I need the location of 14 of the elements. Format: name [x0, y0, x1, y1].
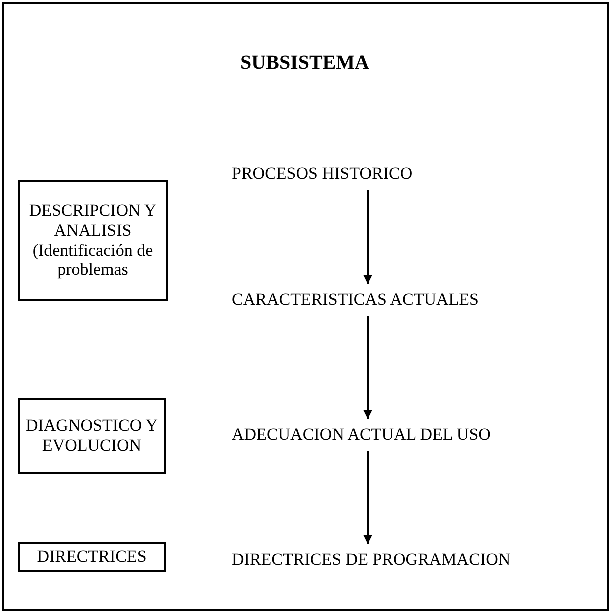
title: SUBSISTEMA — [240, 52, 370, 75]
arrow — [364, 190, 372, 284]
label-box — [18, 398, 166, 474]
step-label: PROCESOS HISTORICO — [232, 164, 413, 183]
arrow — [364, 316, 372, 419]
label-box — [18, 542, 166, 572]
box-text: DIAGNOSTICO Y EVOLUCION — [24, 416, 160, 456]
box-text: DIRECTRICES — [36, 547, 148, 567]
box-text: DESCRIPCION Y ANALISIS (Identificación de problemas — [28, 201, 158, 280]
step-label: ADECUACION ACTUAL DEL USO — [232, 425, 491, 444]
arrow — [364, 451, 372, 544]
label-box — [18, 180, 168, 301]
step-label: CARACTERISTICAS ACTUALES — [232, 290, 479, 309]
step-label: DIRECTRICES DE PROGRAMACION — [232, 550, 511, 569]
